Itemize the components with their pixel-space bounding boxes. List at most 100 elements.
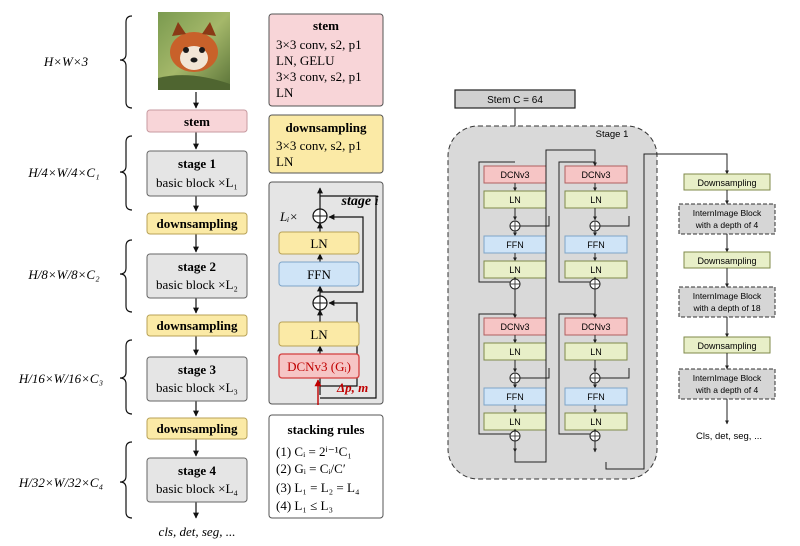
stage-1-block: stage 1 basic block ×L₁ [146,150,248,197]
downsampling-3: downsampling [146,417,248,440]
right-diagram: Stem C = 64 Stage 1 DCNv3LNFFNLNDCNv3LNF… [447,89,776,480]
stage-i-detail: stage i Lᵢ× [268,181,384,405]
shape-stage4: H/32×W/32×C₄ [18,475,104,490]
internimage-block-1: InternImage Block with a depth of 4 [678,203,776,235]
stage-i-ln-bottom [278,321,360,347]
stage-4-title: stage 4 [178,463,216,478]
brace-stage4 [119,441,133,519]
shape-braces [119,15,133,519]
dcnv3-c2-b2 [564,317,628,336]
middle-detail: stem 3×3 conv, s2, p1 LN, GELU 3×3 conv,… [268,13,384,519]
ln-a-c2-b1 [564,190,628,209]
stem-card: stem 3×3 conv, s2, p1 LN, GELU 3×3 conv,… [268,13,384,107]
svg-text:InternImage Block: InternImage Block [693,291,762,301]
stem-card-title: stem [313,18,339,33]
brace-stage3 [119,339,133,415]
left-output-label: cls, det, seg, ... [159,524,236,539]
ln-b-c2-b1-label: LN [590,265,602,275]
stage-2-title: stage 2 [178,259,216,274]
downsampling-card-title: downsampling [286,120,367,135]
ffn-c1-b2-label: FFN [506,392,524,402]
shape-stage2: H/8×W/8×C₂ [27,267,100,282]
svg-text:(4) L₁ ≤ L₃: (4) L₁ ≤ L₃ [276,498,333,513]
svg-text:LN: LN [276,154,294,169]
offset-label: Δp, m [336,380,368,395]
svg-text:LN, GELU: LN, GELU [276,53,335,68]
svg-text:with a depth of 4: with a depth of 4 [695,220,759,230]
ffn-c2-b1 [564,235,628,254]
ln-b-c1-b1-label: LN [509,265,521,275]
dcnv3-c2-b1-label: DCNv3 [581,170,610,180]
brace-stage2 [119,239,133,313]
shape-stage3: H/16×W/16×C₃ [18,371,103,386]
stage-i-dcnv3-label: DCNv3 (Gᵢ) [287,359,351,374]
stem-label: stem [184,114,210,129]
ln-a-c1-b1-label: LN [509,195,521,205]
svg-text:LN: LN [310,236,328,251]
stage-2-sub: basic block ×L₂ [156,277,238,292]
svg-text:InternImage Block: InternImage Block [693,208,762,218]
svg-text:3×3 conv, s2, p1: 3×3 conv, s2, p1 [276,138,362,153]
svg-text:3×3 conv, s2, p1: 3×3 conv, s2, p1 [276,69,362,84]
svg-text:LN: LN [276,85,294,100]
shape-input: H×W×3 [43,54,89,69]
stage-i-title: stage i [341,194,379,209]
dcnv3-c1-b2-label: DCNv3 [500,322,529,332]
downsampling-2: downsampling [146,314,248,337]
ffn-c2-b2-label: FFN [587,392,605,402]
svg-text:Downsampling: Downsampling [697,178,756,188]
input-image [158,12,230,90]
block-columns: DCNv3LNFFNLNDCNv3LNFFNLNDCNv3LNFFNLNDCNv… [478,149,630,463]
svg-text:downsampling: downsampling [157,216,238,231]
ln-b-c2-b2-label: LN [590,417,602,427]
svg-text:LN: LN [310,327,328,342]
svg-text:3×3 conv, s2, p1: 3×3 conv, s2, p1 [276,37,362,52]
svg-text:(1) Cᵢ = 2ⁱ⁻¹C₁: (1) Cᵢ = 2ⁱ⁻¹C₁ [276,444,352,459]
dcnv3-c1-b1-label: DCNv3 [500,170,529,180]
ffn-c2-b1-label: FFN [587,240,605,250]
downsampling-r3: Downsampling [683,336,771,354]
downsampling-r1: Downsampling [683,173,771,191]
stage-i-dcnv3 [278,353,360,379]
ln-b-c1-b2-label: LN [509,417,521,427]
ln-a-c1-b2-label: LN [509,347,521,357]
stage-1-title: stage 1 [178,156,216,171]
dcnv3-c2-b2-label: DCNv3 [581,322,610,332]
stage-i-ffn [278,261,360,287]
ln-a-c2-b2-label: LN [590,347,602,357]
svg-text:Downsampling: Downsampling [697,256,756,266]
svg-text:downsampling: downsampling [157,318,238,333]
internimage-block-3: InternImage Block with a depth of 4 [678,368,776,400]
stage-3-block: stage 3 basic block ×L₃ [146,356,248,402]
left-pipeline: H×W×3 H/4×W/4×C₁ H/8×W/8×C₂ H/16×W/16×C₃… [18,12,248,539]
svg-text:Downsampling: Downsampling [697,341,756,351]
stage-1-sub: basic block ×L₁ [156,175,238,190]
svg-text:with a depth of 18: with a depth of 18 [692,303,760,313]
stage-3-title: stage 3 [178,362,216,377]
downsampling-1: downsampling [146,212,248,235]
svg-text:with a depth of 4: with a depth of 4 [695,385,759,395]
stage-4-sub: basic block ×L₄ [156,481,238,496]
ln-a-c2-b2 [564,342,628,361]
svg-text:downsampling: downsampling [157,421,238,436]
svg-text:(2) Gᵢ = Cᵢ/C′: (2) Gᵢ = Cᵢ/C′ [276,461,346,476]
downsampling-r2: Downsampling [683,251,771,269]
stage1-label: Stage 1 [596,129,629,140]
svg-text:FFN: FFN [307,267,331,282]
stage-i-ln-top [278,231,360,255]
internimage-block-2: InternImage Block with a depth of 18 [678,286,776,318]
stem-block [146,109,248,133]
svg-text:(3) L₁ = L₂ = L₄: (3) L₁ = L₂ = L₄ [276,480,360,495]
ln-a-c2-b1-label: LN [590,195,602,205]
brace-input [119,15,133,109]
stacking-rules: stacking rules (1) Cᵢ = 2ⁱ⁻¹C₁ (2) Gᵢ = … [268,414,384,519]
right-output-label: Cls, det, seg, ... [696,431,762,442]
right-stem-label: Stem C = 64 [487,95,543,106]
ffn-c1-b1-label: FFN [506,240,524,250]
stacking-rules-title: stacking rules [288,422,365,437]
stage-2-block: stage 2 basic block ×L₂ [146,253,248,299]
stage-4-block: stage 4 basic block ×L₄ [146,457,248,503]
stage-i-repeat: Lᵢ× [279,209,298,224]
downsampling-card: downsampling 3×3 conv, s2, p1 LN [268,114,384,174]
